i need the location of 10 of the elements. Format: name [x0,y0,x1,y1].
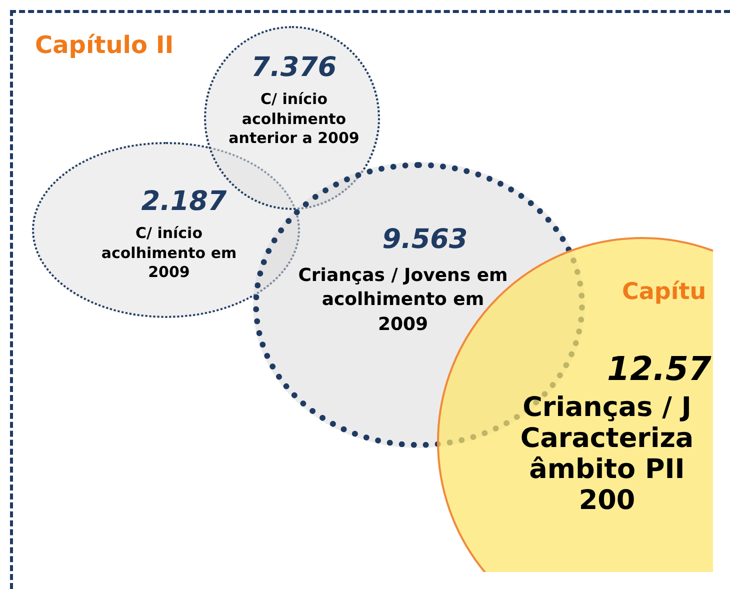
set-description: Crianças / Jovens em acolhimento em 2009 [297,264,509,337]
count-number: 2.187 [140,186,228,218]
chapter-heading: Capítu [622,279,708,307]
set-description: C/ início acolhimento anterior a 2009 [228,90,360,148]
count-number: 12.57 [607,349,712,389]
set-description: C/ início acolhimento em 2009 [100,224,238,282]
count-number: 7.376 [250,52,338,84]
count-number: 9.563 [381,224,469,256]
chapter-heading: Capítulo II [35,31,175,60]
set-description: Crianças / J Caracteriza âmbito PII 200 [519,392,695,516]
